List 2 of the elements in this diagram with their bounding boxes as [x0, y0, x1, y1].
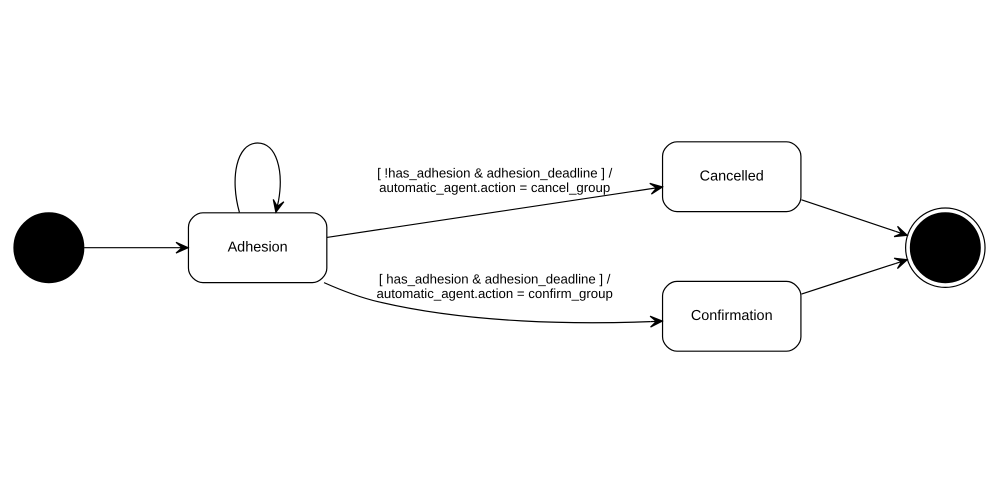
- edge-label: [ !has_adhesion & adhesion_deadline ] / automatic_agent.action = cancel_group: [376, 166, 612, 196]
- edge-label: [ has_adhesion & adhesion_deadline ] / automatic_agent.action = confirm_group: [376, 272, 612, 301]
